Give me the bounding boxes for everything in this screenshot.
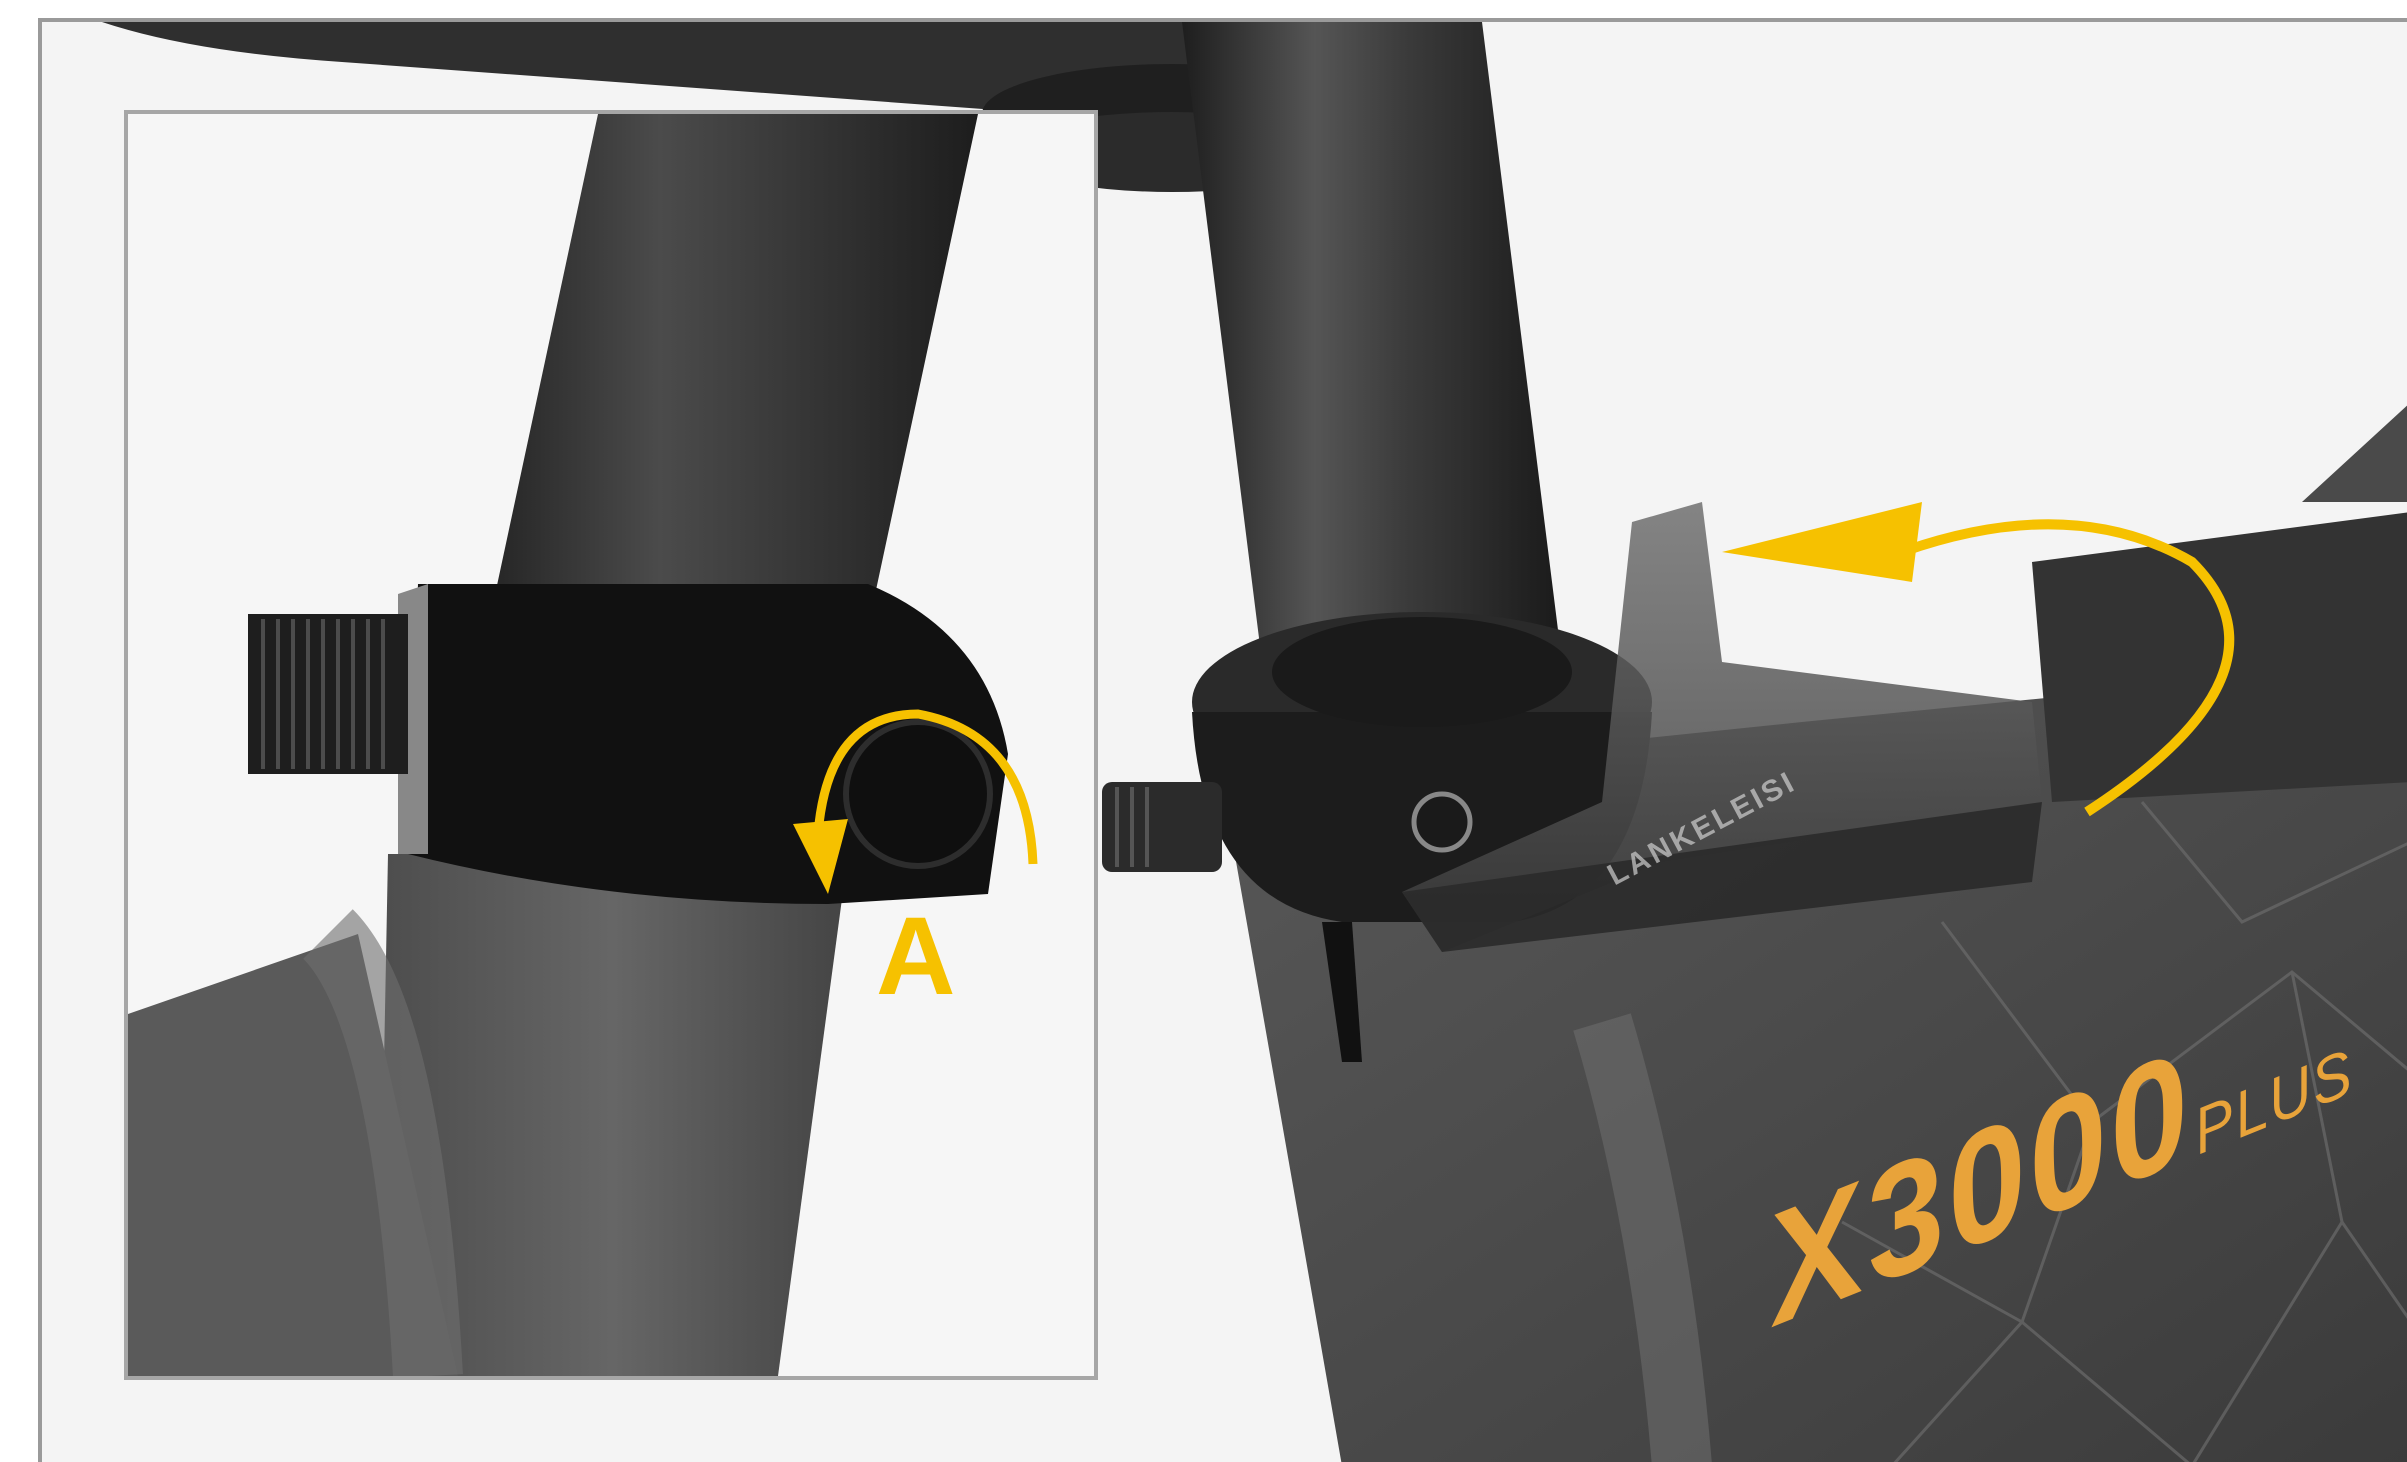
detail-inset: A <box>124 110 1098 1380</box>
open-direction-arrowhead <box>1722 502 1922 582</box>
lever-pivot <box>1411 791 1473 853</box>
seat-post <box>1182 22 1562 662</box>
inset-weld <box>302 909 463 1376</box>
quick-release-lever <box>1402 502 2042 952</box>
step-label-a: A <box>876 895 956 1018</box>
inset-illustration <box>128 114 1038 1376</box>
adjuster-knob <box>843 719 993 869</box>
top-tube <box>2032 512 2407 802</box>
weld-bead <box>1573 1013 1712 1462</box>
rotation-arrow <box>813 709 1038 865</box>
cable <box>1322 922 1362 1062</box>
main-illustration <box>102 22 2407 1462</box>
open-direction-arrow <box>1900 519 2235 817</box>
inset-frame-tube <box>378 854 848 1376</box>
clamp-bolt <box>1102 782 1222 872</box>
rotation-arrowhead <box>793 819 848 894</box>
frame-pattern <box>1841 801 2407 1462</box>
